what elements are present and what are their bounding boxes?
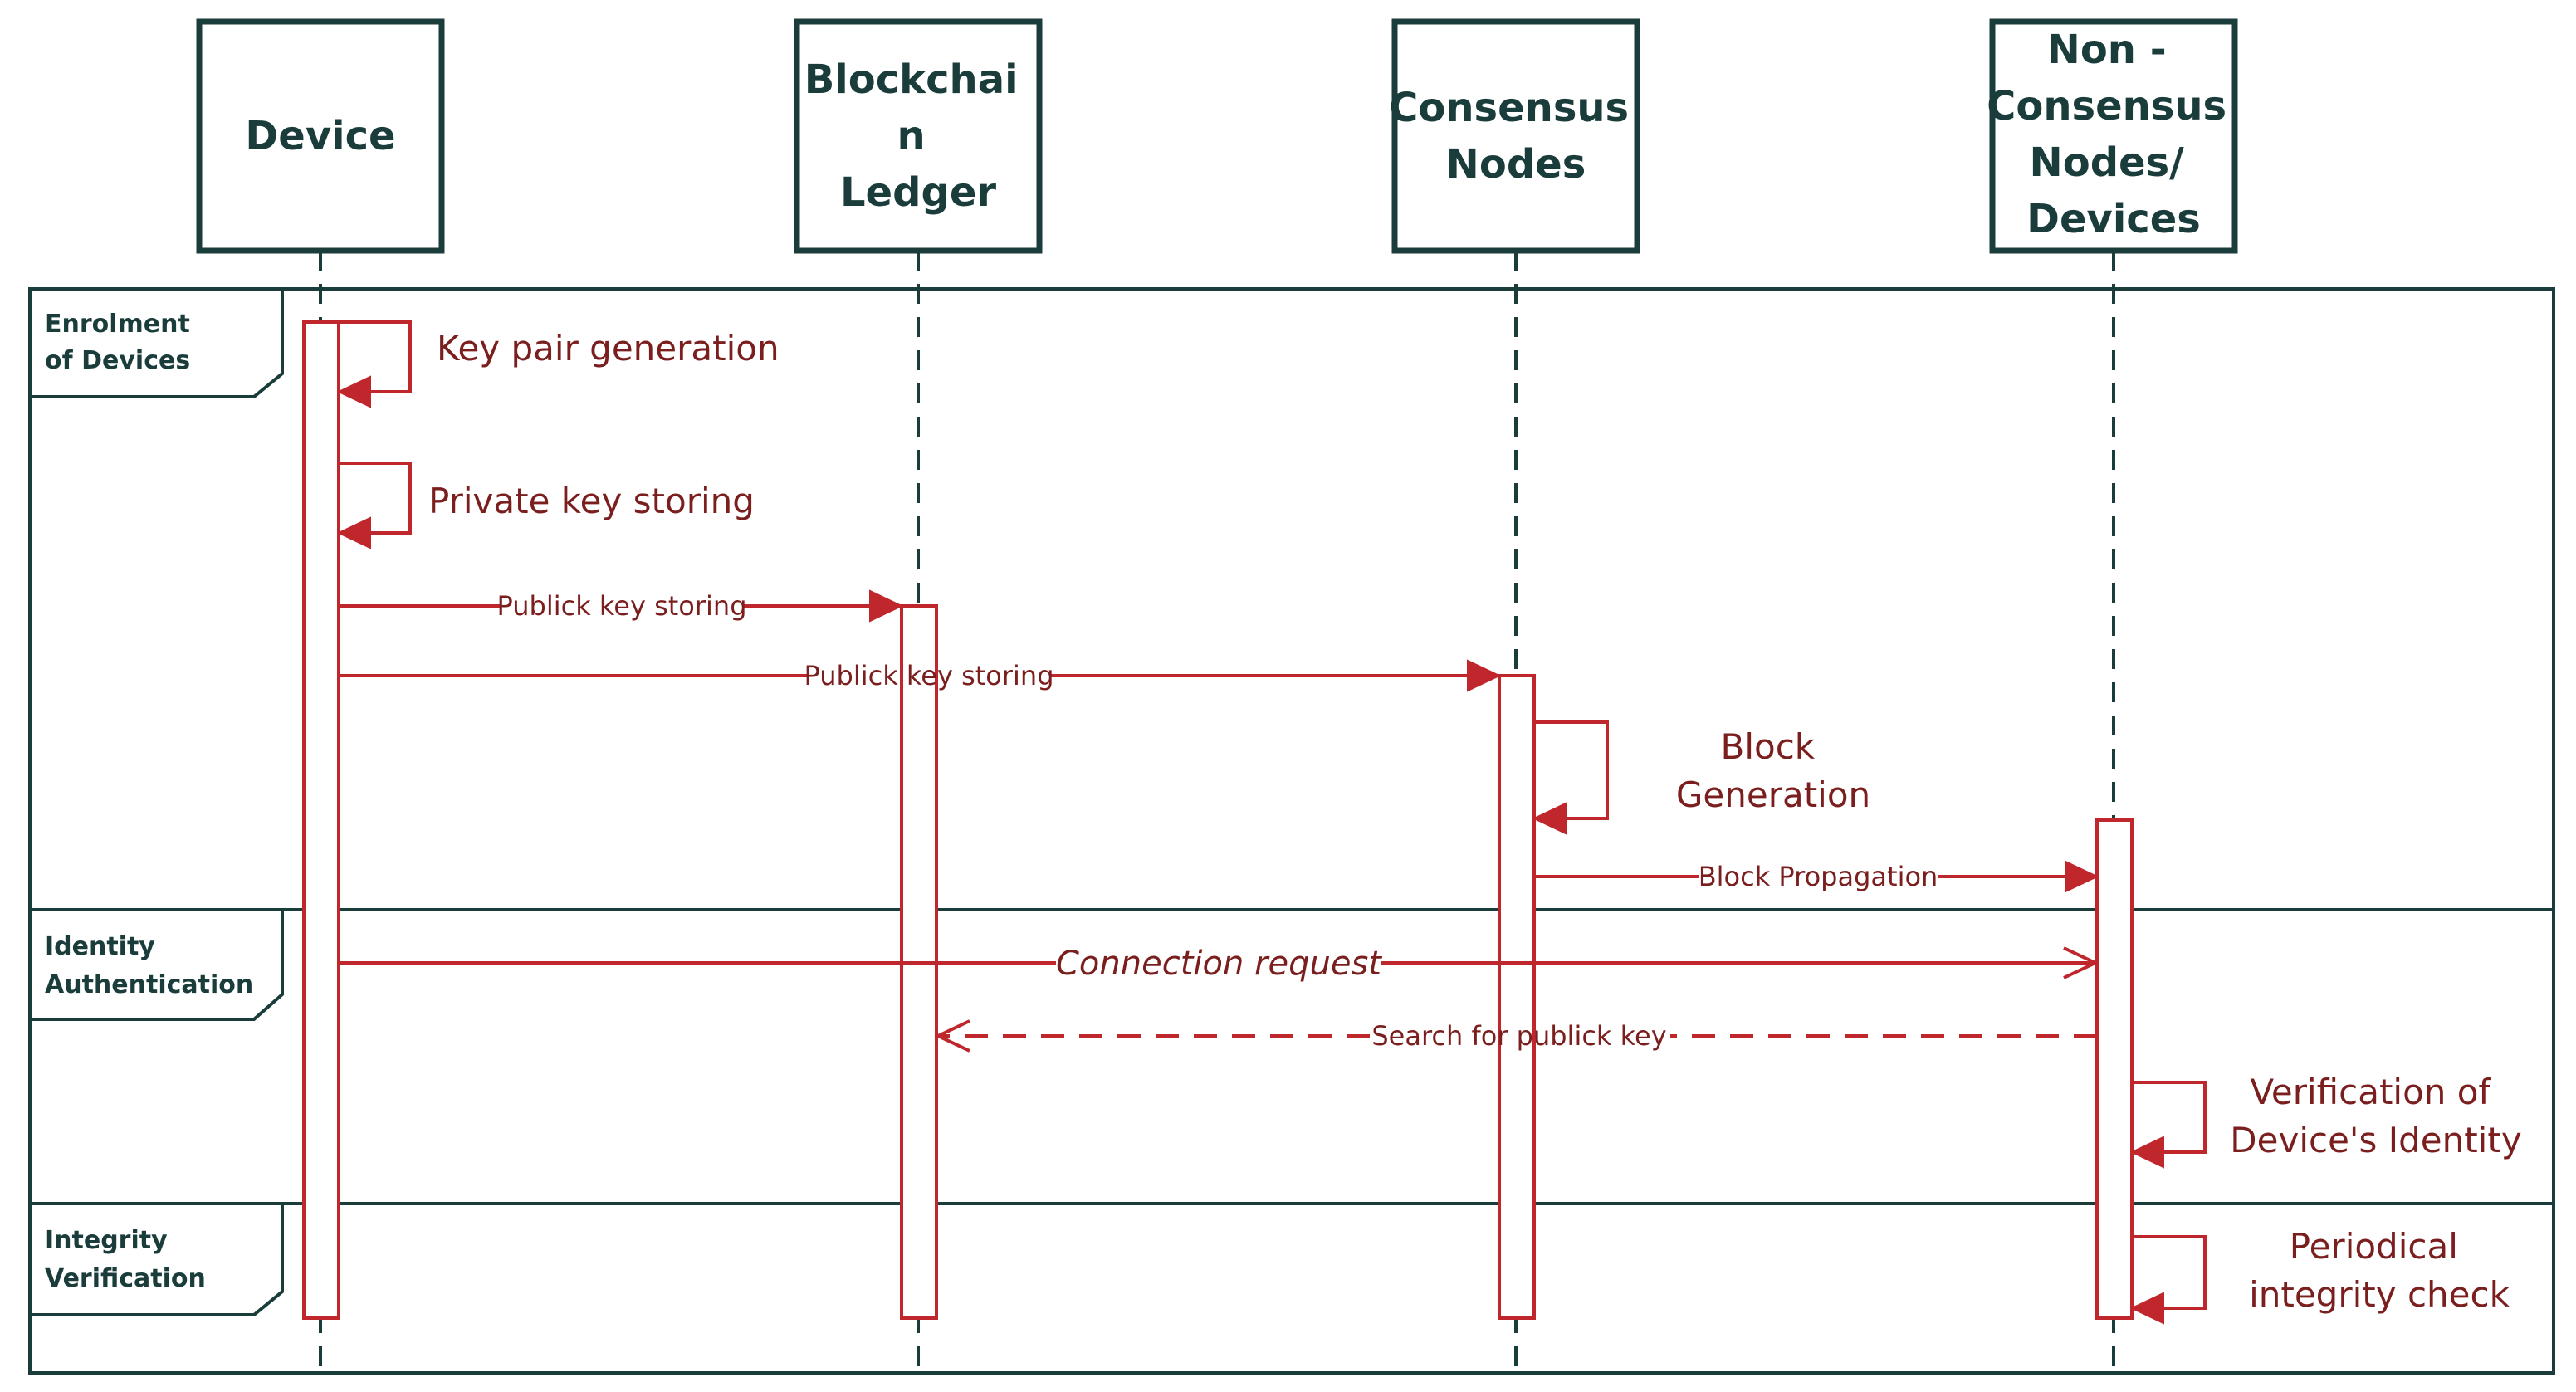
- participant-device: Device: [196, 18, 445, 254]
- message-private-key-storing: Private key storing: [336, 462, 755, 549]
- message-verification-identity: Verification of Device's Identity: [2129, 1072, 2522, 1169]
- fragment-tag-enrolment: Enrolment of Devices: [28, 287, 284, 398]
- open-arrowhead-icon: [934, 1019, 970, 1053]
- message-key-pair-generation: Key pair generation: [336, 320, 780, 408]
- fragment-tag-integrity: Integrity Verification: [28, 1202, 284, 1316]
- participant-consensus: Consensus Nodes: [1389, 18, 1643, 254]
- fragment-label-integrity: Integrity Verification: [45, 1226, 206, 1293]
- fragment-label-enrolment: Enrolment of Devices: [45, 310, 198, 375]
- open-arrowhead-icon: [2063, 946, 2099, 979]
- message-label-private-key: Private key storing: [428, 481, 755, 521]
- participant-label-consensus: Consensus Nodes: [1389, 85, 1643, 188]
- fragment-label-identity: Identity Authentication: [45, 932, 253, 999]
- fragment-tag-identity: Identity Authentication: [28, 908, 284, 1021]
- message-block-generation: Block Generation: [1532, 720, 1870, 835]
- activation-bar-nonconsensus: [2095, 818, 2134, 1320]
- message-label-key-pair: Key pair generation: [437, 328, 780, 369]
- participant-label-device: Device: [245, 113, 395, 159]
- arrowhead-icon: [336, 375, 371, 408]
- message-public-key-to-consensus: Publick key storing: [339, 659, 1502, 692]
- participant-label-ledger: Blockchai n Ledger: [804, 56, 1033, 216]
- arrowhead-icon: [2065, 860, 2099, 893]
- arrowhead-icon: [1467, 659, 1502, 692]
- message-connection-request: Connection request: [339, 945, 2099, 983]
- message-label-integrity-check: Periodical integrity check: [2249, 1226, 2510, 1315]
- message-label-public-key-consensus: Publick key storing: [804, 660, 1053, 691]
- arrowhead-icon: [1532, 802, 1567, 835]
- participant-label-nonconsensus: Non - Consensus Nodes/ Devices: [1987, 27, 2241, 242]
- message-public-key-to-ledger: Publick key storing: [339, 589, 904, 623]
- participant-ledger: Blockchai n Ledger: [794, 18, 1043, 254]
- message-label-connection-request: Connection request: [1056, 945, 1382, 983]
- message-label-search-public-key: Search for publick key: [1371, 1020, 1666, 1052]
- message-label-public-key-ledger: Publick key storing: [496, 590, 746, 622]
- message-integrity-check: Periodical integrity check: [2129, 1226, 2510, 1325]
- fragment-frame-integrity: [28, 1202, 2555, 1375]
- message-search-public-key: Search for publick key: [934, 1019, 2097, 1053]
- participant-nonconsensus: Non - Consensus Nodes/ Devices: [1987, 18, 2241, 254]
- activation-bar-device: [302, 320, 340, 1320]
- activation-bar-consensus: [1498, 674, 1536, 1320]
- message-label-block-propagation: Block Propagation: [1699, 861, 1938, 892]
- arrowhead-icon: [869, 589, 904, 623]
- message-block-propagation: Block Propagation: [1534, 860, 2099, 893]
- message-label-verification-identity: Verification of Device's Identity: [2230, 1072, 2521, 1160]
- arrowhead-icon: [2129, 1136, 2164, 1169]
- arrowhead-icon: [2129, 1292, 2164, 1325]
- arrowhead-icon: [336, 516, 371, 549]
- message-label-block-generation: Block Generation: [1676, 726, 1870, 815]
